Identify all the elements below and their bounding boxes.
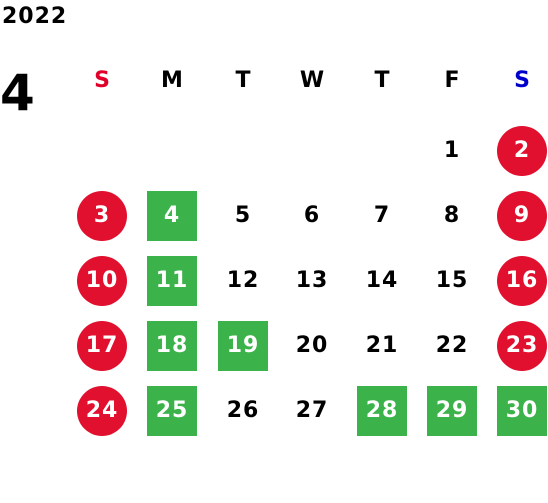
day-cell-12: 12 [226, 268, 260, 293]
day-cell-24: 24 [77, 386, 127, 436]
day-cell-5: 5 [234, 203, 252, 228]
weekday-label: W [299, 68, 325, 93]
weekday-label: S [94, 68, 110, 93]
day-cell-7: 7 [373, 203, 391, 228]
day-cell-3: 3 [77, 191, 127, 241]
day-cell-25: 25 [147, 386, 197, 436]
day-cell-18: 18 [147, 321, 197, 371]
day-cell-10: 10 [77, 256, 127, 306]
weekday-label: M [161, 68, 183, 93]
day-cell-19: 19 [218, 321, 268, 371]
day-cell-8: 8 [443, 203, 461, 228]
day-cell-17: 17 [77, 321, 127, 371]
day-cell-15: 15 [435, 268, 469, 293]
day-cell-2: 2 [497, 126, 547, 176]
weekday-label: S [514, 68, 530, 93]
day-cell-14: 14 [365, 268, 399, 293]
day-cell-9: 9 [497, 191, 547, 241]
day-cell-28: 28 [357, 386, 407, 436]
day-cell-13: 13 [295, 268, 329, 293]
day-cell-30: 30 [497, 386, 547, 436]
day-cell-11: 11 [147, 256, 197, 306]
day-cell-27: 27 [295, 398, 329, 423]
year-label: 2022 [2, 4, 68, 29]
day-cell-29: 29 [427, 386, 477, 436]
day-cell-23: 23 [497, 321, 547, 371]
month-number: 4 [0, 64, 35, 122]
day-cell-21: 21 [365, 333, 399, 358]
day-cell-20: 20 [295, 333, 329, 358]
day-cell-6: 6 [303, 203, 321, 228]
day-cell-16: 16 [497, 256, 547, 306]
weekday-label: T [235, 68, 251, 93]
day-cell-1: 1 [443, 138, 461, 163]
day-cell-4: 4 [147, 191, 197, 241]
day-cell-26: 26 [226, 398, 260, 423]
weekday-label: T [374, 68, 390, 93]
weekday-label: F [444, 68, 460, 93]
day-cell-22: 22 [435, 333, 469, 358]
